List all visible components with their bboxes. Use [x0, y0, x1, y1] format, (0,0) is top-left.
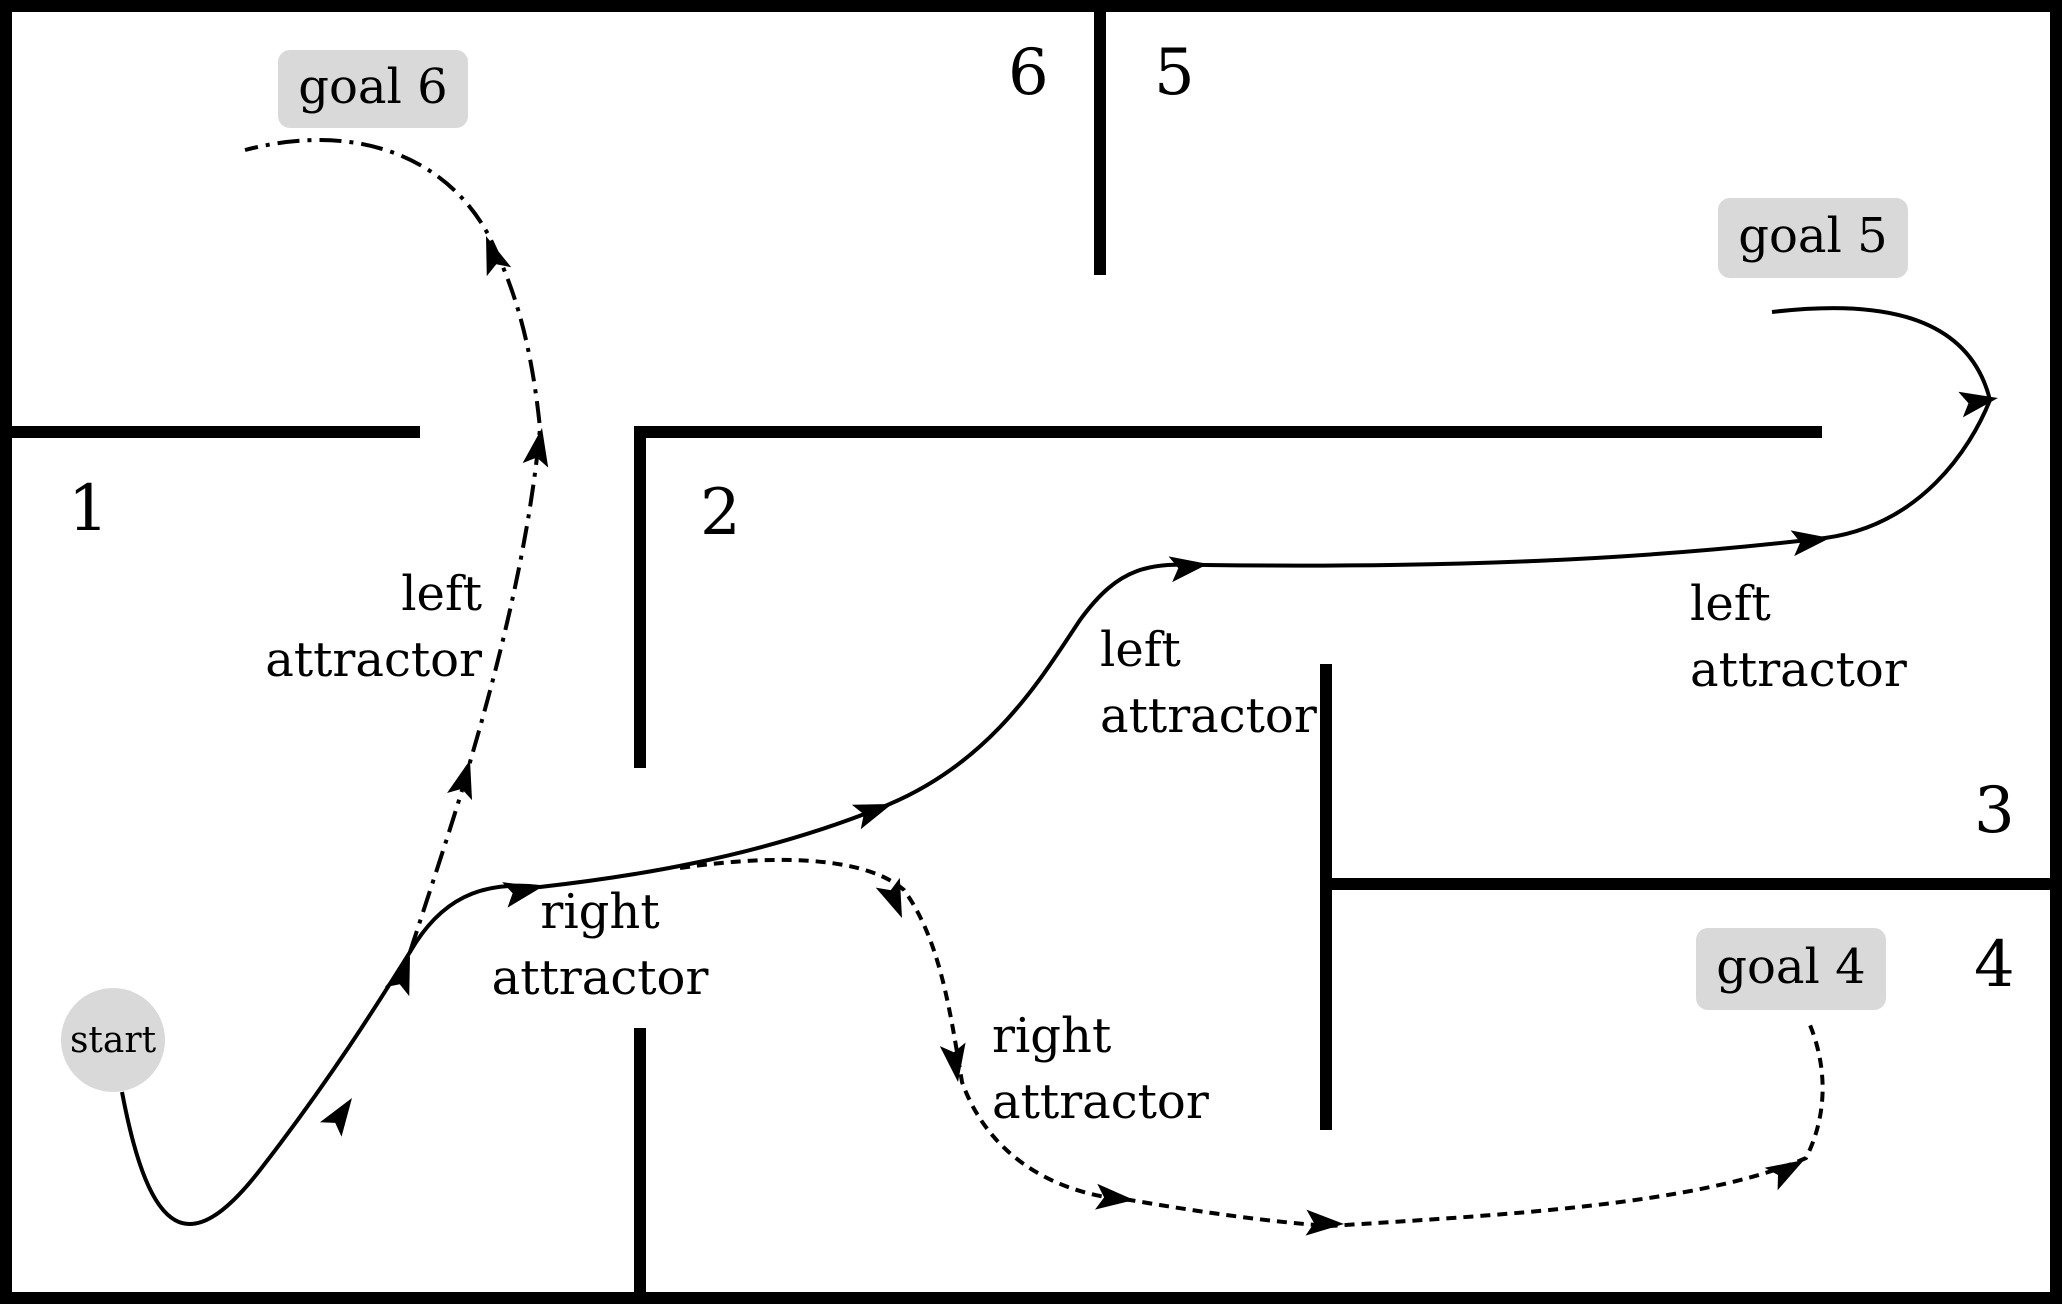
arrowhead-goal5-2 [1958, 391, 1998, 418]
start-node: start [61, 988, 165, 1092]
goal-6-badge: goal 6 [278, 50, 468, 128]
left-attractor-3-line2: attractor [1690, 642, 1907, 698]
right-attractor-1-line1: right [540, 884, 659, 940]
left-attractor-2-line2: attractor [1100, 688, 1317, 744]
right-attractor-2-line2: attractor [992, 1074, 1209, 1130]
room-number-4: 4 [1974, 928, 2015, 1002]
arrowhead-goal4-1 [1095, 1183, 1134, 1210]
goal-4-label: goal 4 [1716, 939, 1865, 995]
arrowhead-right-2 [851, 804, 892, 830]
trajectory-to-goal-6 [244, 138, 543, 953]
arrowhead-goal5-1 [1790, 530, 1830, 557]
goal-4-badge: goal 4 [1696, 928, 1886, 1010]
arrowhead-left-1a [447, 760, 473, 801]
arrowhead-left-1b [522, 428, 549, 468]
room-number-1: 1 [68, 472, 109, 546]
trajectory-to-goal-4 [679, 857, 1825, 1229]
arrowhead-right-1 [502, 882, 542, 908]
arrowhead-left-1c [486, 236, 512, 277]
right-attractor-2-line1: right [992, 1008, 1111, 1064]
left-attractor-1-line1: left [401, 566, 482, 622]
arrowhead-right-dashed-1 [875, 877, 902, 918]
right-attractor-1-line2: attractor [492, 950, 709, 1006]
left-attractor-1-line2: attractor [265, 632, 482, 688]
room-number-6: 6 [1008, 36, 1049, 110]
room-number-3: 3 [1974, 774, 2015, 848]
arrowhead-goal4-2 [1305, 1209, 1344, 1236]
start-label: start [70, 1020, 157, 1061]
trajectory-to-goal-5 [1204, 306, 1993, 568]
arrowheads [319, 236, 1998, 1236]
arrowhead-start-2 [384, 956, 410, 997]
arrowhead-goal4-3 [1764, 1160, 1804, 1191]
goal-5-badge: goal 5 [1718, 198, 1908, 278]
goal-6-label: goal 6 [298, 59, 447, 115]
left-attractor-2-line1: left [1100, 622, 1181, 678]
room-number-2: 2 [700, 476, 741, 550]
goal-5-label: goal 5 [1738, 208, 1887, 264]
left-attractor-3-line1: left [1690, 576, 1771, 632]
room-number-5: 5 [1154, 36, 1195, 110]
arrowhead-left-2 [1168, 556, 1208, 583]
arrowhead-right-dashed-2 [939, 1042, 966, 1082]
arrowhead-start-1 [319, 1098, 352, 1137]
